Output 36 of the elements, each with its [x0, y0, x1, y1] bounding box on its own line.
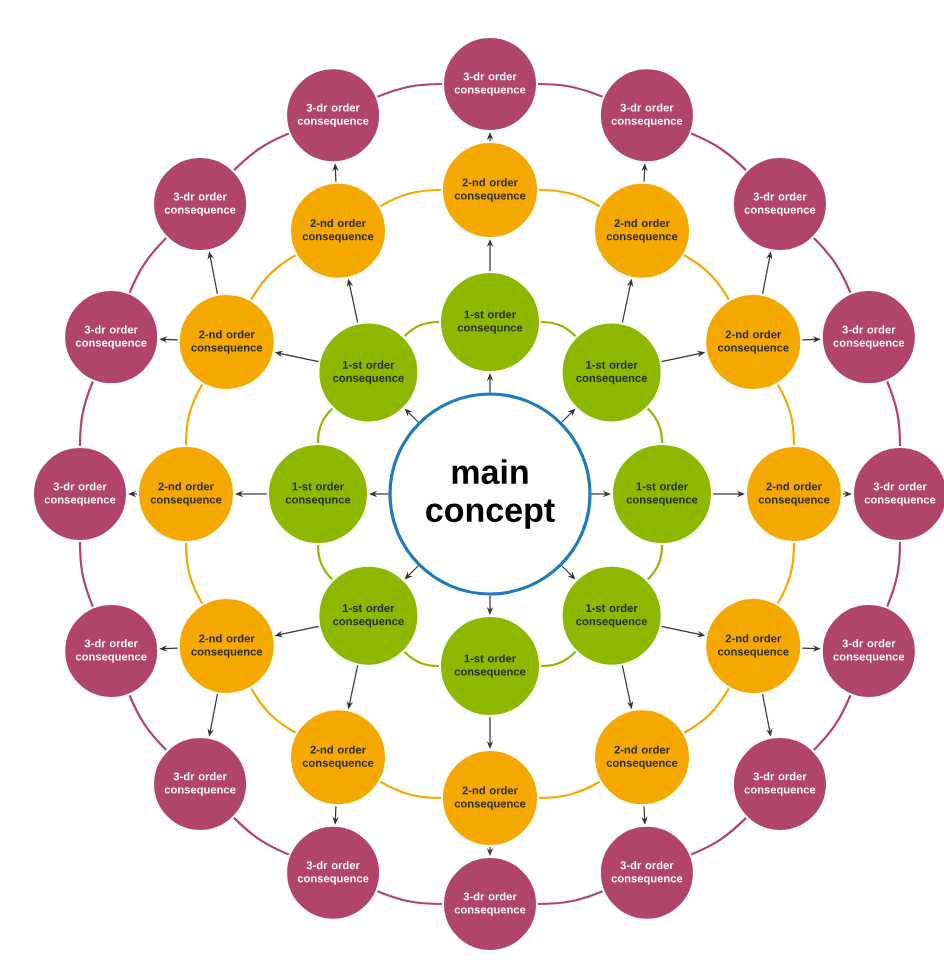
ring-line: [250, 687, 297, 734]
ring-line: [403, 320, 440, 338]
ring-line: [540, 650, 577, 668]
ring-line: [403, 650, 440, 668]
ring-line: [250, 254, 297, 301]
ring-line: [776, 383, 796, 446]
ring-line: [539, 780, 601, 800]
ring-line: [233, 817, 290, 856]
ring-line: [690, 817, 747, 856]
ring-line: [316, 407, 334, 444]
ring-line: [646, 407, 664, 444]
ring-line: [539, 188, 601, 208]
ring-line: [538, 890, 603, 906]
ring-line: [379, 780, 441, 800]
ring-line: [128, 694, 167, 751]
ring-line: [683, 254, 730, 301]
ring-line: [233, 132, 290, 171]
ring-line: [813, 237, 852, 294]
ring-line: [377, 890, 442, 906]
ring-line: [813, 694, 852, 751]
ring-line: [128, 237, 167, 294]
ring-line: [776, 543, 796, 605]
ring-line: [538, 82, 603, 98]
ring-line: [379, 188, 441, 208]
ring-line: [540, 320, 577, 338]
ring-line: [316, 545, 334, 581]
ring-line: [78, 381, 94, 447]
ring-line: [690, 132, 747, 171]
ring-line: [886, 381, 902, 447]
ring-line: [646, 545, 664, 581]
ring-line: [683, 687, 730, 734]
ring-line: [377, 82, 442, 98]
ring-line: [184, 543, 204, 605]
ring-line: [184, 383, 204, 446]
ring-line: [78, 542, 94, 607]
ring-line: [886, 542, 902, 607]
